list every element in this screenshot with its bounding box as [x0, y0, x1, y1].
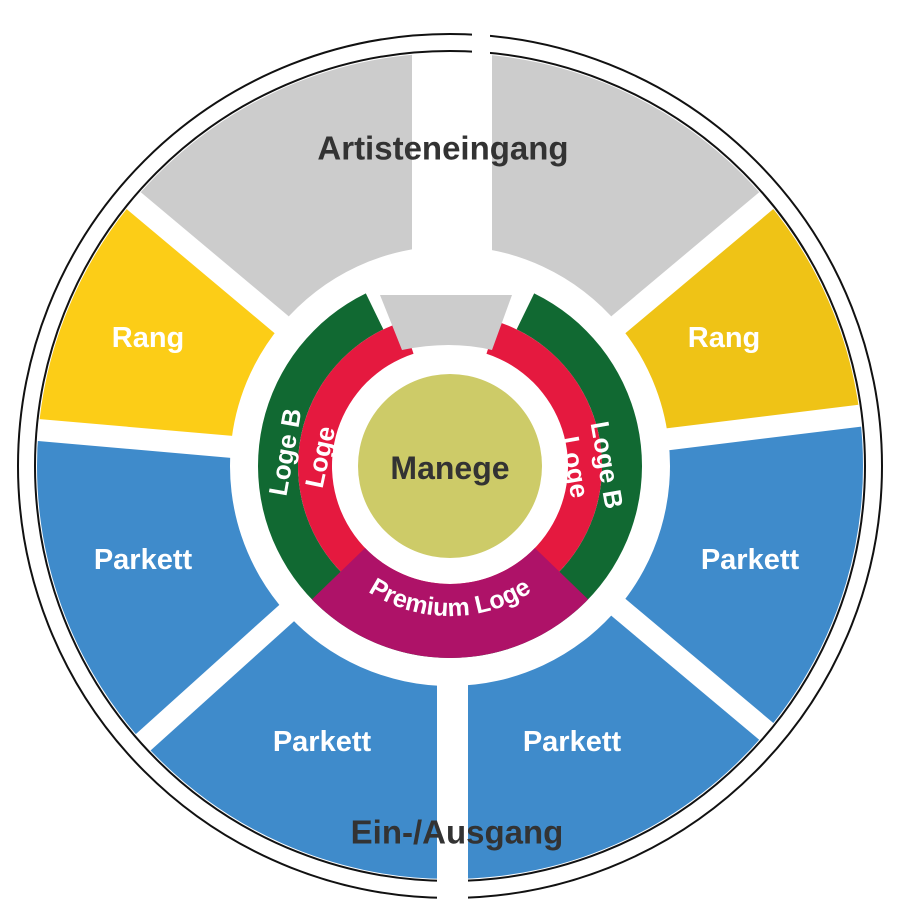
artist-entrance-gap [472, 0, 490, 60]
label-rang-right: Rang [688, 322, 761, 354]
label-parkett-bottom-right: Parkett [523, 726, 622, 758]
label-artisteneingang: Artisteneingang [317, 130, 568, 167]
section-rang-left[interactable] [38, 200, 282, 447]
aisle-gap [662, 404, 863, 451]
artist-aisle [412, 40, 492, 252]
section-premium-loge[interactable] [311, 547, 589, 659]
manege-ring [358, 374, 542, 558]
aisle-gap [36, 418, 237, 459]
aisle-gap [125, 191, 293, 337]
label-parkett-bottom-left: Parkett [273, 726, 372, 758]
section-rang-right[interactable] [618, 200, 860, 440]
label-manege: Manege [390, 450, 509, 486]
aisle-gap [607, 595, 775, 741]
aisle-gap [607, 191, 775, 337]
label-rang-left: Rang [112, 322, 185, 354]
label-ein-ausgang: Ein-/Ausgang [351, 814, 564, 851]
entrance-gap [437, 860, 468, 924]
artist-passage [380, 295, 512, 350]
aisle-gap [134, 601, 298, 752]
label-parkett-right: Parkett [701, 544, 800, 576]
label-parkett-left: Parkett [94, 544, 193, 576]
